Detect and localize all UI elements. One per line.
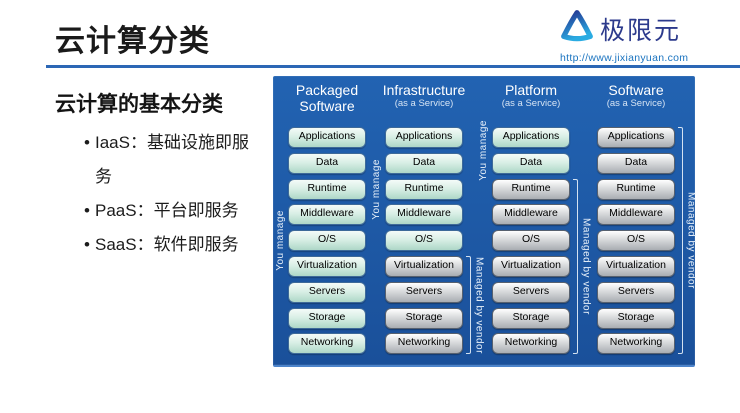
managed-by-vendor-text: Managed by vendor <box>580 218 592 315</box>
column-header-infrastructure: Infrastructure(as a Service) <box>367 82 481 109</box>
layer-box-platform-data: Data <box>492 153 570 174</box>
bullet-marker: • <box>84 133 90 152</box>
managed-by-vendor-label-software: Managed by vendor <box>684 127 698 354</box>
layer-box-platform-networking: Networking <box>492 333 570 354</box>
layer-box-platform-storage: Storage <box>492 308 570 329</box>
layer-box-software-servers: Servers <box>597 282 675 303</box>
vendor-bracket-platform <box>573 179 578 354</box>
layer-box-infrastructure-applications: Applications <box>385 127 463 148</box>
layer-box-platform-runtime: Runtime <box>492 179 570 200</box>
you-manage-text: You manage <box>478 120 489 181</box>
bullet-text: PaaS：平台即服务 <box>95 201 239 220</box>
layer-box-platform-os: O/S <box>492 230 570 251</box>
column-title: Software <box>608 82 664 98</box>
column-header-software: Software(as a Service) <box>579 82 693 109</box>
bullet-marker: • <box>84 235 90 254</box>
you-manage-label-platform: You manage <box>476 120 491 181</box>
layer-box-software-virtualization: Virtualization <box>597 256 675 277</box>
layer-box-packaged-software-runtime: Runtime <box>288 179 366 200</box>
triangle-logo-icon <box>558 7 596 50</box>
you-manage-label-packaged-software: You manage <box>273 127 288 354</box>
bullet-text: SaaS：软件即服务 <box>95 235 239 254</box>
column-subtitle: (as a Service) <box>606 98 666 109</box>
layer-box-infrastructure-runtime: Runtime <box>385 179 463 200</box>
column-header-platform: Platform(as a Service) <box>474 82 588 109</box>
layer-box-infrastructure-networking: Networking <box>385 333 463 354</box>
section-heading: 云计算的基本分类 <box>55 93 223 116</box>
vendor-bracket-infrastructure <box>466 256 471 354</box>
managed-by-vendor-label-infrastructure: Managed by vendor <box>472 256 486 354</box>
layer-box-software-applications: Applications <box>597 127 675 148</box>
layer-box-infrastructure-virtualization: Virtualization <box>385 256 463 277</box>
layer-box-software-middleware: Middleware <box>597 204 675 225</box>
layer-box-infrastructure-storage: Storage <box>385 308 463 329</box>
column-title: Platform <box>504 82 558 98</box>
layer-box-packaged-software-applications: Applications <box>288 127 366 148</box>
bullet-item-0: • IaaS：基础设施即服务 <box>84 126 284 194</box>
bullet-list: • IaaS：基础设施即服务 • PaaS：平台即服务 • SaaS：软件即服务 <box>84 126 284 262</box>
you-manage-text: You manage <box>371 158 382 220</box>
layer-box-platform-applications: Applications <box>492 127 570 148</box>
layer-box-software-runtime: Runtime <box>597 179 675 200</box>
layer-box-packaged-software-data: Data <box>288 153 366 174</box>
layer-box-packaged-software-servers: Servers <box>288 282 366 303</box>
bullet-item-2: • SaaS：软件即服务 <box>84 228 284 262</box>
column-title: Infrastructure <box>382 82 466 98</box>
layer-box-packaged-software-storage: Storage <box>288 308 366 329</box>
managed-by-vendor-text: Managed by vendor <box>685 192 697 289</box>
bullet-text: IaaS：基础设施即服务 <box>95 133 249 186</box>
title-underline <box>46 65 740 68</box>
vendor-bracket-software <box>678 127 683 354</box>
bullet-marker: • <box>84 201 90 220</box>
layer-box-infrastructure-os: O/S <box>385 230 463 251</box>
layer-box-platform-middleware: Middleware <box>492 204 570 225</box>
you-manage-text: You manage <box>275 210 286 271</box>
layer-box-software-networking: Networking <box>597 333 675 354</box>
layer-box-packaged-software-networking: Networking <box>288 333 366 354</box>
column-subtitle: (as a Service) <box>394 98 454 109</box>
you-manage-label-infrastructure: You manage <box>369 127 384 251</box>
layer-box-software-storage: Storage <box>597 308 675 329</box>
layer-box-software-data: Data <box>597 153 675 174</box>
column-subtitle: (as a Service) <box>501 98 561 109</box>
layer-box-platform-virtualization: Virtualization <box>492 256 570 277</box>
logo-company-name: 极限元 <box>600 16 682 45</box>
layer-box-infrastructure-data: Data <box>385 153 463 174</box>
column-title: Packaged Software <box>295 82 359 114</box>
layer-box-infrastructure-middleware: Middleware <box>385 204 463 225</box>
column-header-packaged-software: Packaged Software <box>270 82 384 114</box>
layer-box-packaged-software-virtualization: Virtualization <box>288 256 366 277</box>
layer-box-packaged-software-middleware: Middleware <box>288 204 366 225</box>
page-title: 云计算分类 <box>55 25 210 58</box>
managed-by-vendor-text: Managed by vendor <box>473 256 485 354</box>
layer-box-packaged-software-os: O/S <box>288 230 366 251</box>
managed-by-vendor-label-platform: Managed by vendor <box>579 179 593 354</box>
layer-box-platform-servers: Servers <box>492 282 570 303</box>
logo-url: http://www.jixianyuan.com <box>560 52 689 64</box>
bullet-item-1: • PaaS：平台即服务 <box>84 194 284 228</box>
company-logo: 极限元 http://www.jixianyuan.com <box>558 7 728 64</box>
layer-box-software-os: O/S <box>597 230 675 251</box>
layer-box-infrastructure-servers: Servers <box>385 282 463 303</box>
